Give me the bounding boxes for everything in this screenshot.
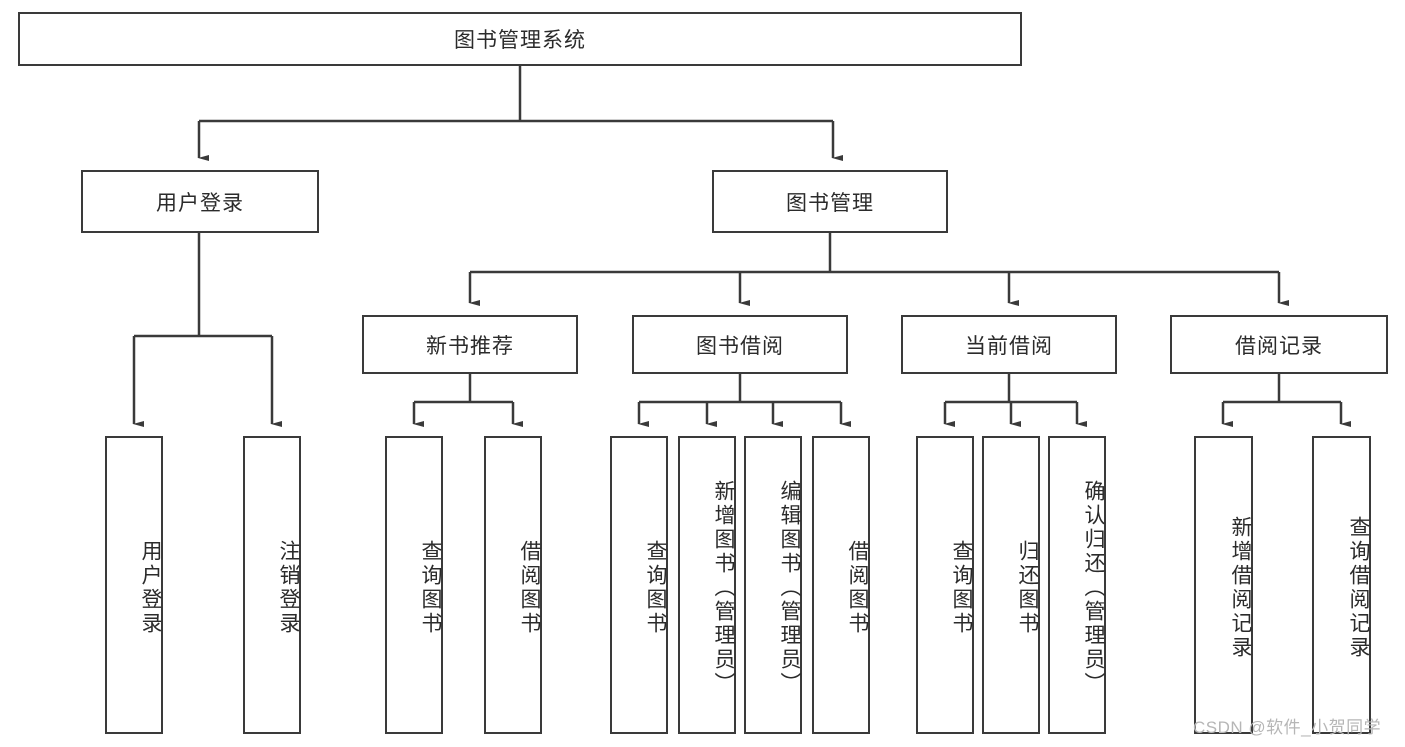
node-root[interactable]: 图书管理系统 bbox=[18, 12, 1022, 66]
node-leaf-return-book[interactable]: 归还图书 bbox=[982, 436, 1040, 734]
node-leaf-borrow-book-1[interactable]: 借阅图书 bbox=[484, 436, 542, 734]
node-leaf-user-logout-label: 注销登录 bbox=[277, 540, 300, 636]
node-leaf-query-book-3[interactable]: 查询图书 bbox=[916, 436, 974, 734]
node-leaf-add-record-label: 新增借阅记录 bbox=[1229, 516, 1252, 660]
node-leaf-query-book-1-label: 查询图书 bbox=[419, 540, 442, 636]
node-leaf-user-logout[interactable]: 注销登录 bbox=[243, 436, 301, 734]
node-leaf-query-record[interactable]: 查询借阅记录 bbox=[1312, 436, 1371, 734]
node-current-borrow[interactable]: 当前借阅 bbox=[901, 315, 1117, 374]
node-book-manage[interactable]: 图书管理 bbox=[712, 170, 948, 233]
node-leaf-add-book-label: 新增图书（管理员） bbox=[712, 480, 735, 696]
node-leaf-confirm-return[interactable]: 确认归还（管理员） bbox=[1048, 436, 1106, 734]
node-leaf-confirm-return-label: 确认归还（管理员） bbox=[1082, 480, 1105, 696]
node-root-label: 图书管理系统 bbox=[454, 29, 586, 52]
node-borrow-record-label: 借阅记录 bbox=[1235, 334, 1323, 358]
node-leaf-query-record-label: 查询借阅记录 bbox=[1347, 516, 1370, 660]
node-leaf-query-book-2-label: 查询图书 bbox=[644, 540, 667, 636]
node-new-book-rec-label: 新书推荐 bbox=[426, 334, 514, 358]
node-leaf-edit-book-label: 编辑图书（管理员） bbox=[778, 480, 801, 696]
node-leaf-return-book-label: 归还图书 bbox=[1016, 540, 1039, 636]
watermark-text: CSDN @软件_小贺同学 bbox=[1193, 718, 1382, 737]
node-new-book-rec[interactable]: 新书推荐 bbox=[362, 315, 578, 374]
node-leaf-add-book[interactable]: 新增图书（管理员） bbox=[678, 436, 736, 734]
node-leaf-borrow-book-2[interactable]: 借阅图书 bbox=[812, 436, 870, 734]
node-user-login[interactable]: 用户登录 bbox=[81, 170, 319, 233]
node-leaf-borrow-book-2-label: 借阅图书 bbox=[846, 540, 869, 636]
node-leaf-add-record[interactable]: 新增借阅记录 bbox=[1194, 436, 1253, 734]
node-book-borrow[interactable]: 图书借阅 bbox=[632, 315, 848, 374]
node-leaf-query-book-2[interactable]: 查询图书 bbox=[610, 436, 668, 734]
node-leaf-query-book-1[interactable]: 查询图书 bbox=[385, 436, 443, 734]
node-book-borrow-label: 图书借阅 bbox=[696, 334, 784, 358]
node-leaf-borrow-book-1-label: 借阅图书 bbox=[518, 540, 541, 636]
node-borrow-record[interactable]: 借阅记录 bbox=[1170, 315, 1388, 374]
node-leaf-edit-book[interactable]: 编辑图书（管理员） bbox=[744, 436, 802, 734]
node-book-manage-label: 图书管理 bbox=[786, 191, 874, 215]
node-leaf-user-login-label: 用户登录 bbox=[139, 540, 162, 636]
node-leaf-query-book-3-label: 查询图书 bbox=[950, 540, 973, 636]
node-user-login-label: 用户登录 bbox=[156, 191, 244, 215]
node-leaf-user-login[interactable]: 用户登录 bbox=[105, 436, 163, 734]
node-current-borrow-label: 当前借阅 bbox=[965, 334, 1053, 358]
